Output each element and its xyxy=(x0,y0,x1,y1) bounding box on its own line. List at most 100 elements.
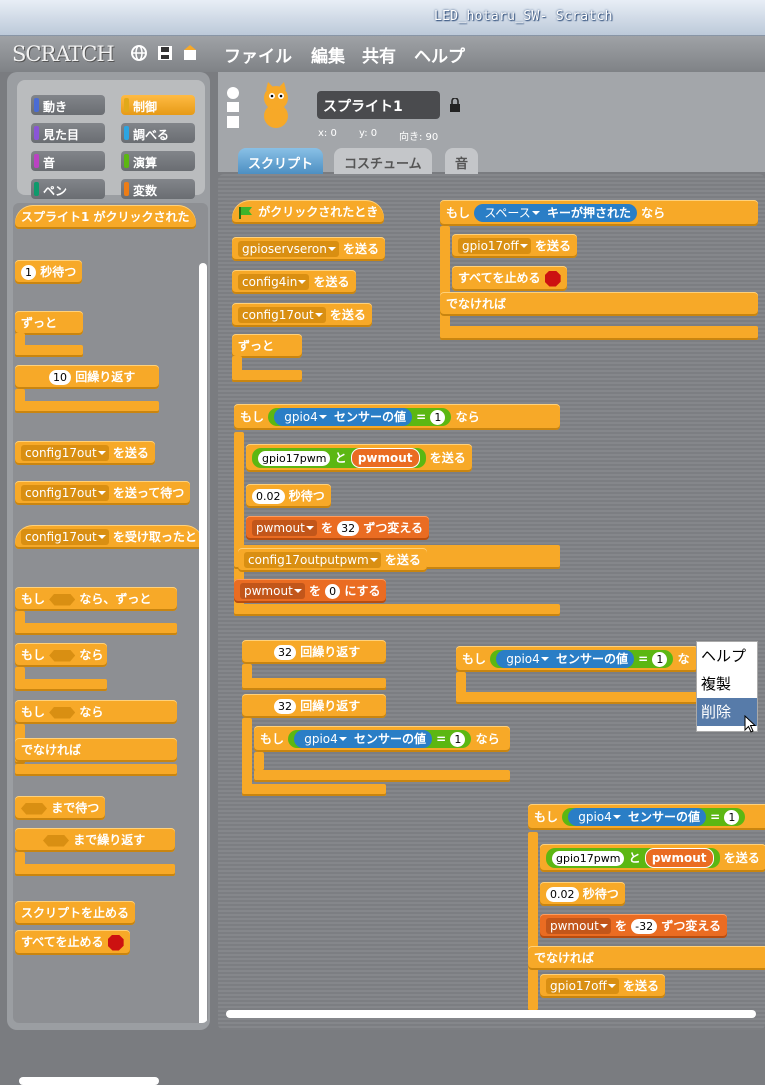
lock-icon[interactable] xyxy=(450,98,460,112)
sensor-dropdown[interactable]: gpio4 xyxy=(280,409,330,425)
key-dropdown[interactable]: スペース xyxy=(480,205,543,221)
broadcast-block[interactable]: config4in を送る xyxy=(232,270,356,294)
message-dropdown[interactable]: config17out xyxy=(21,485,109,501)
category-variables[interactable]: 変数 xyxy=(121,179,195,199)
repeat-input[interactable]: 32 xyxy=(274,645,296,660)
value-input[interactable]: -32 xyxy=(631,919,658,934)
variable-dropdown[interactable]: pwmout xyxy=(252,520,317,536)
message-dropdown[interactable]: gpioservseron xyxy=(238,241,339,257)
value-input[interactable]: 1 xyxy=(450,732,466,747)
broadcast-and-wait-block[interactable]: config17out を送って待つ xyxy=(15,481,191,505)
message-dropdown[interactable]: config17out xyxy=(238,307,326,323)
change-variable-block[interactable]: pwmout を 32 ずつ変える xyxy=(246,516,429,540)
context-menu-duplicate[interactable]: 複製 xyxy=(701,675,732,693)
script-horizontal-scrollbar[interactable] xyxy=(226,1010,756,1018)
wait-input[interactable]: 0.02 xyxy=(546,887,579,902)
variable-reporter[interactable]: pwmout xyxy=(350,448,420,468)
broadcast-block[interactable]: gpio17off を送る xyxy=(540,974,665,998)
wait-block[interactable]: 0.02 秒待つ xyxy=(246,484,331,508)
palette-scrollbar[interactable] xyxy=(199,263,207,1023)
sensor-equals-condition[interactable]: gpio4 センサーの値 = 1 xyxy=(288,730,472,748)
menu-help[interactable]: ヘルプ xyxy=(414,47,465,67)
condition-slot[interactable] xyxy=(21,802,47,815)
key-pressed-sensor[interactable]: スペース キーが押された xyxy=(474,204,637,222)
broadcast-pwm-block[interactable]: gpio17pwm と pwmout を送る xyxy=(246,444,472,472)
category-control[interactable]: 制御 xyxy=(121,95,195,115)
broadcast-pwm-block[interactable]: gpio17pwm と pwmout を送る xyxy=(540,844,765,872)
if-block[interactable]: もし gpio4 センサーの値 = 1 な xyxy=(456,646,698,672)
when-receive-block[interactable]: config17out を受け取ったと xyxy=(15,525,203,549)
sensor-equals-condition[interactable]: gpio4 センサーの値 = 1 xyxy=(490,650,674,668)
variable-reporter[interactable]: pwmout xyxy=(644,848,714,868)
save-icon[interactable] xyxy=(156,44,174,62)
join-operator[interactable]: gpio17pwm と pwmout xyxy=(546,848,720,868)
rotation-style-icons[interactable] xyxy=(226,86,240,130)
value-input[interactable]: 1 xyxy=(430,410,446,425)
wait-input[interactable]: 1 xyxy=(21,265,36,280)
category-sound[interactable]: 音 xyxy=(31,151,105,171)
forever-block[interactable]: ずっと xyxy=(15,311,83,335)
text-input[interactable]: gpio17pwm xyxy=(258,451,331,466)
set-variable-block[interactable]: pwmout を 0 にする xyxy=(234,579,387,603)
category-looks[interactable]: 見た目 xyxy=(31,123,105,143)
variable-dropdown[interactable]: pwmout xyxy=(240,583,305,599)
broadcast-block[interactable]: config17out を送る xyxy=(232,303,372,327)
message-dropdown[interactable]: config4in xyxy=(238,274,310,290)
if-else-block[interactable]: もし なら xyxy=(15,700,177,724)
message-dropdown[interactable]: gpio17off xyxy=(546,978,619,994)
value-input[interactable]: 0 xyxy=(325,584,341,599)
menu-file[interactable]: ファイル xyxy=(224,47,292,67)
message-dropdown[interactable]: config17outputpwm xyxy=(244,552,381,568)
stop-all-block[interactable]: すべてを止める xyxy=(15,930,130,955)
repeat-input[interactable]: 10 xyxy=(49,370,71,385)
broadcast-block[interactable]: gpio17off を送る xyxy=(452,234,577,258)
tab-costumes[interactable]: コスチューム xyxy=(334,148,432,174)
if-else-block[interactable]: もし gpio4 センサーの値 = 1 xyxy=(528,804,765,830)
join-operator[interactable]: gpio17pwm と pwmout xyxy=(252,448,426,468)
tab-scripts[interactable]: スクリプト xyxy=(238,148,324,174)
when-flag-clicked-block[interactable]: がクリックされたとき xyxy=(232,200,385,224)
wait-block[interactable]: 0.02 秒待つ xyxy=(540,882,625,906)
variable-dropdown[interactable]: pwmout xyxy=(546,918,611,934)
forever-block[interactable]: ずっと xyxy=(232,334,302,358)
message-dropdown[interactable]: config17out xyxy=(21,445,109,461)
if-block[interactable]: もし なら xyxy=(15,643,107,667)
category-motion[interactable]: 動き xyxy=(31,95,105,115)
text-input[interactable]: gpio17pwm xyxy=(552,851,625,866)
menu-share[interactable]: 共有 xyxy=(362,47,396,67)
message-dropdown[interactable]: gpio17off xyxy=(458,238,531,254)
context-menu-help[interactable]: ヘルプ xyxy=(701,647,747,665)
palette-horizontal-scrollbar[interactable] xyxy=(19,1077,159,1085)
if-forever-block[interactable]: もし なら、ずっと xyxy=(15,587,177,611)
broadcast-block[interactable]: config17outputpwm を送る xyxy=(238,548,427,572)
if-else-block[interactable]: もし スペース キーが押された なら xyxy=(440,200,758,226)
sensor-dropdown[interactable]: gpio4 xyxy=(574,809,624,825)
message-dropdown[interactable]: config17out xyxy=(21,529,109,545)
share-icon[interactable] xyxy=(181,44,199,62)
when-sprite-clicked-block[interactable]: スプライト1 がクリックされた xyxy=(15,205,196,229)
stop-script-block[interactable]: スクリプトを止める xyxy=(15,901,136,925)
wait-input[interactable]: 0.02 xyxy=(252,489,285,504)
condition-slot[interactable] xyxy=(43,834,69,847)
condition-slot[interactable] xyxy=(49,649,76,662)
category-operators[interactable]: 演算 xyxy=(121,151,195,171)
category-pen[interactable]: ペン xyxy=(31,179,105,199)
repeat-block[interactable]: 32 回繰り返す xyxy=(242,694,386,718)
sensor-dropdown[interactable]: gpio4 xyxy=(300,731,350,747)
sprite-name-field[interactable]: スプライト1 xyxy=(317,91,440,119)
broadcast-block[interactable]: gpioservseron を送る xyxy=(232,237,386,261)
broadcast-block[interactable]: config17out を送る xyxy=(15,441,155,465)
globe-icon[interactable] xyxy=(130,44,148,62)
tab-sounds[interactable]: 音 xyxy=(445,148,479,174)
sensor-equals-condition[interactable]: gpio4 センサーの値 = 1 xyxy=(268,408,452,426)
value-input[interactable]: 32 xyxy=(337,521,360,536)
change-variable-block[interactable]: pwmout を -32 ずつ変える xyxy=(540,914,727,938)
category-sensing[interactable]: 調べる xyxy=(121,123,195,143)
script-area[interactable]: がクリックされたとき gpioservseron を送る config4in を… xyxy=(218,174,765,1030)
sensor-dropdown[interactable]: gpio4 xyxy=(502,651,552,667)
stop-all-block[interactable]: すべてを止める xyxy=(452,266,567,291)
repeat-input[interactable]: 32 xyxy=(274,699,296,714)
value-input[interactable]: 1 xyxy=(652,652,668,667)
repeat-until-block[interactable]: まで繰り返す xyxy=(15,828,175,852)
if-block[interactable]: もし gpio4 センサーの値 = 1 なら xyxy=(254,726,510,752)
